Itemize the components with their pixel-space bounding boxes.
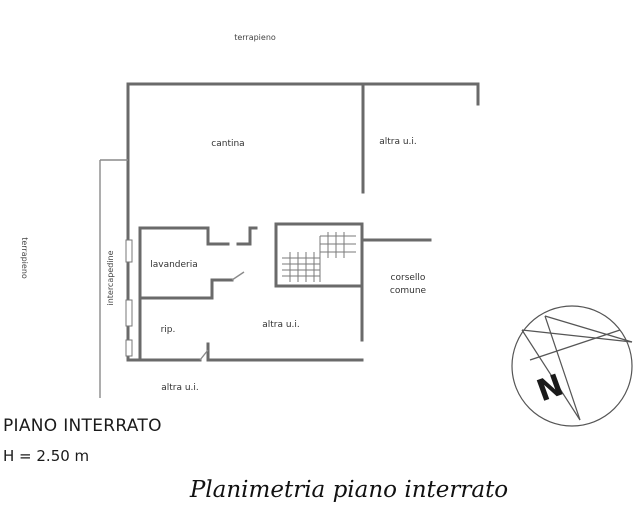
cantina-label: cantina: [211, 139, 244, 149]
rip-label: rip.: [161, 325, 176, 335]
plan-height: H = 2.50 m: [3, 447, 89, 465]
intercapedine-label: intercapedine: [106, 250, 115, 305]
lavanderia-label: lavanderia: [150, 260, 198, 270]
corsello-label-line2: comune: [390, 286, 427, 296]
staircase: [282, 232, 356, 282]
compass-rose: N: [511, 305, 633, 427]
altra-ui-bottom-label: altra u.i.: [161, 383, 199, 393]
wall-openings: [125, 239, 245, 361]
plan-caption: Planimetria piano interrato: [189, 477, 508, 503]
terrapieno-top-label: terrapieno: [234, 33, 276, 42]
plan-title: PIANO INTERRATO: [3, 416, 162, 436]
terrapieno-left-label: terrapieno: [20, 237, 29, 279]
corsello-label-line1: corsello: [391, 273, 426, 283]
altra-ui-top-right-label: altra u.i.: [379, 137, 417, 147]
compass-north-letter: N: [532, 368, 568, 409]
interior-walls: [138, 82, 480, 362]
altra-ui-center-label: altra u.i.: [262, 320, 300, 330]
